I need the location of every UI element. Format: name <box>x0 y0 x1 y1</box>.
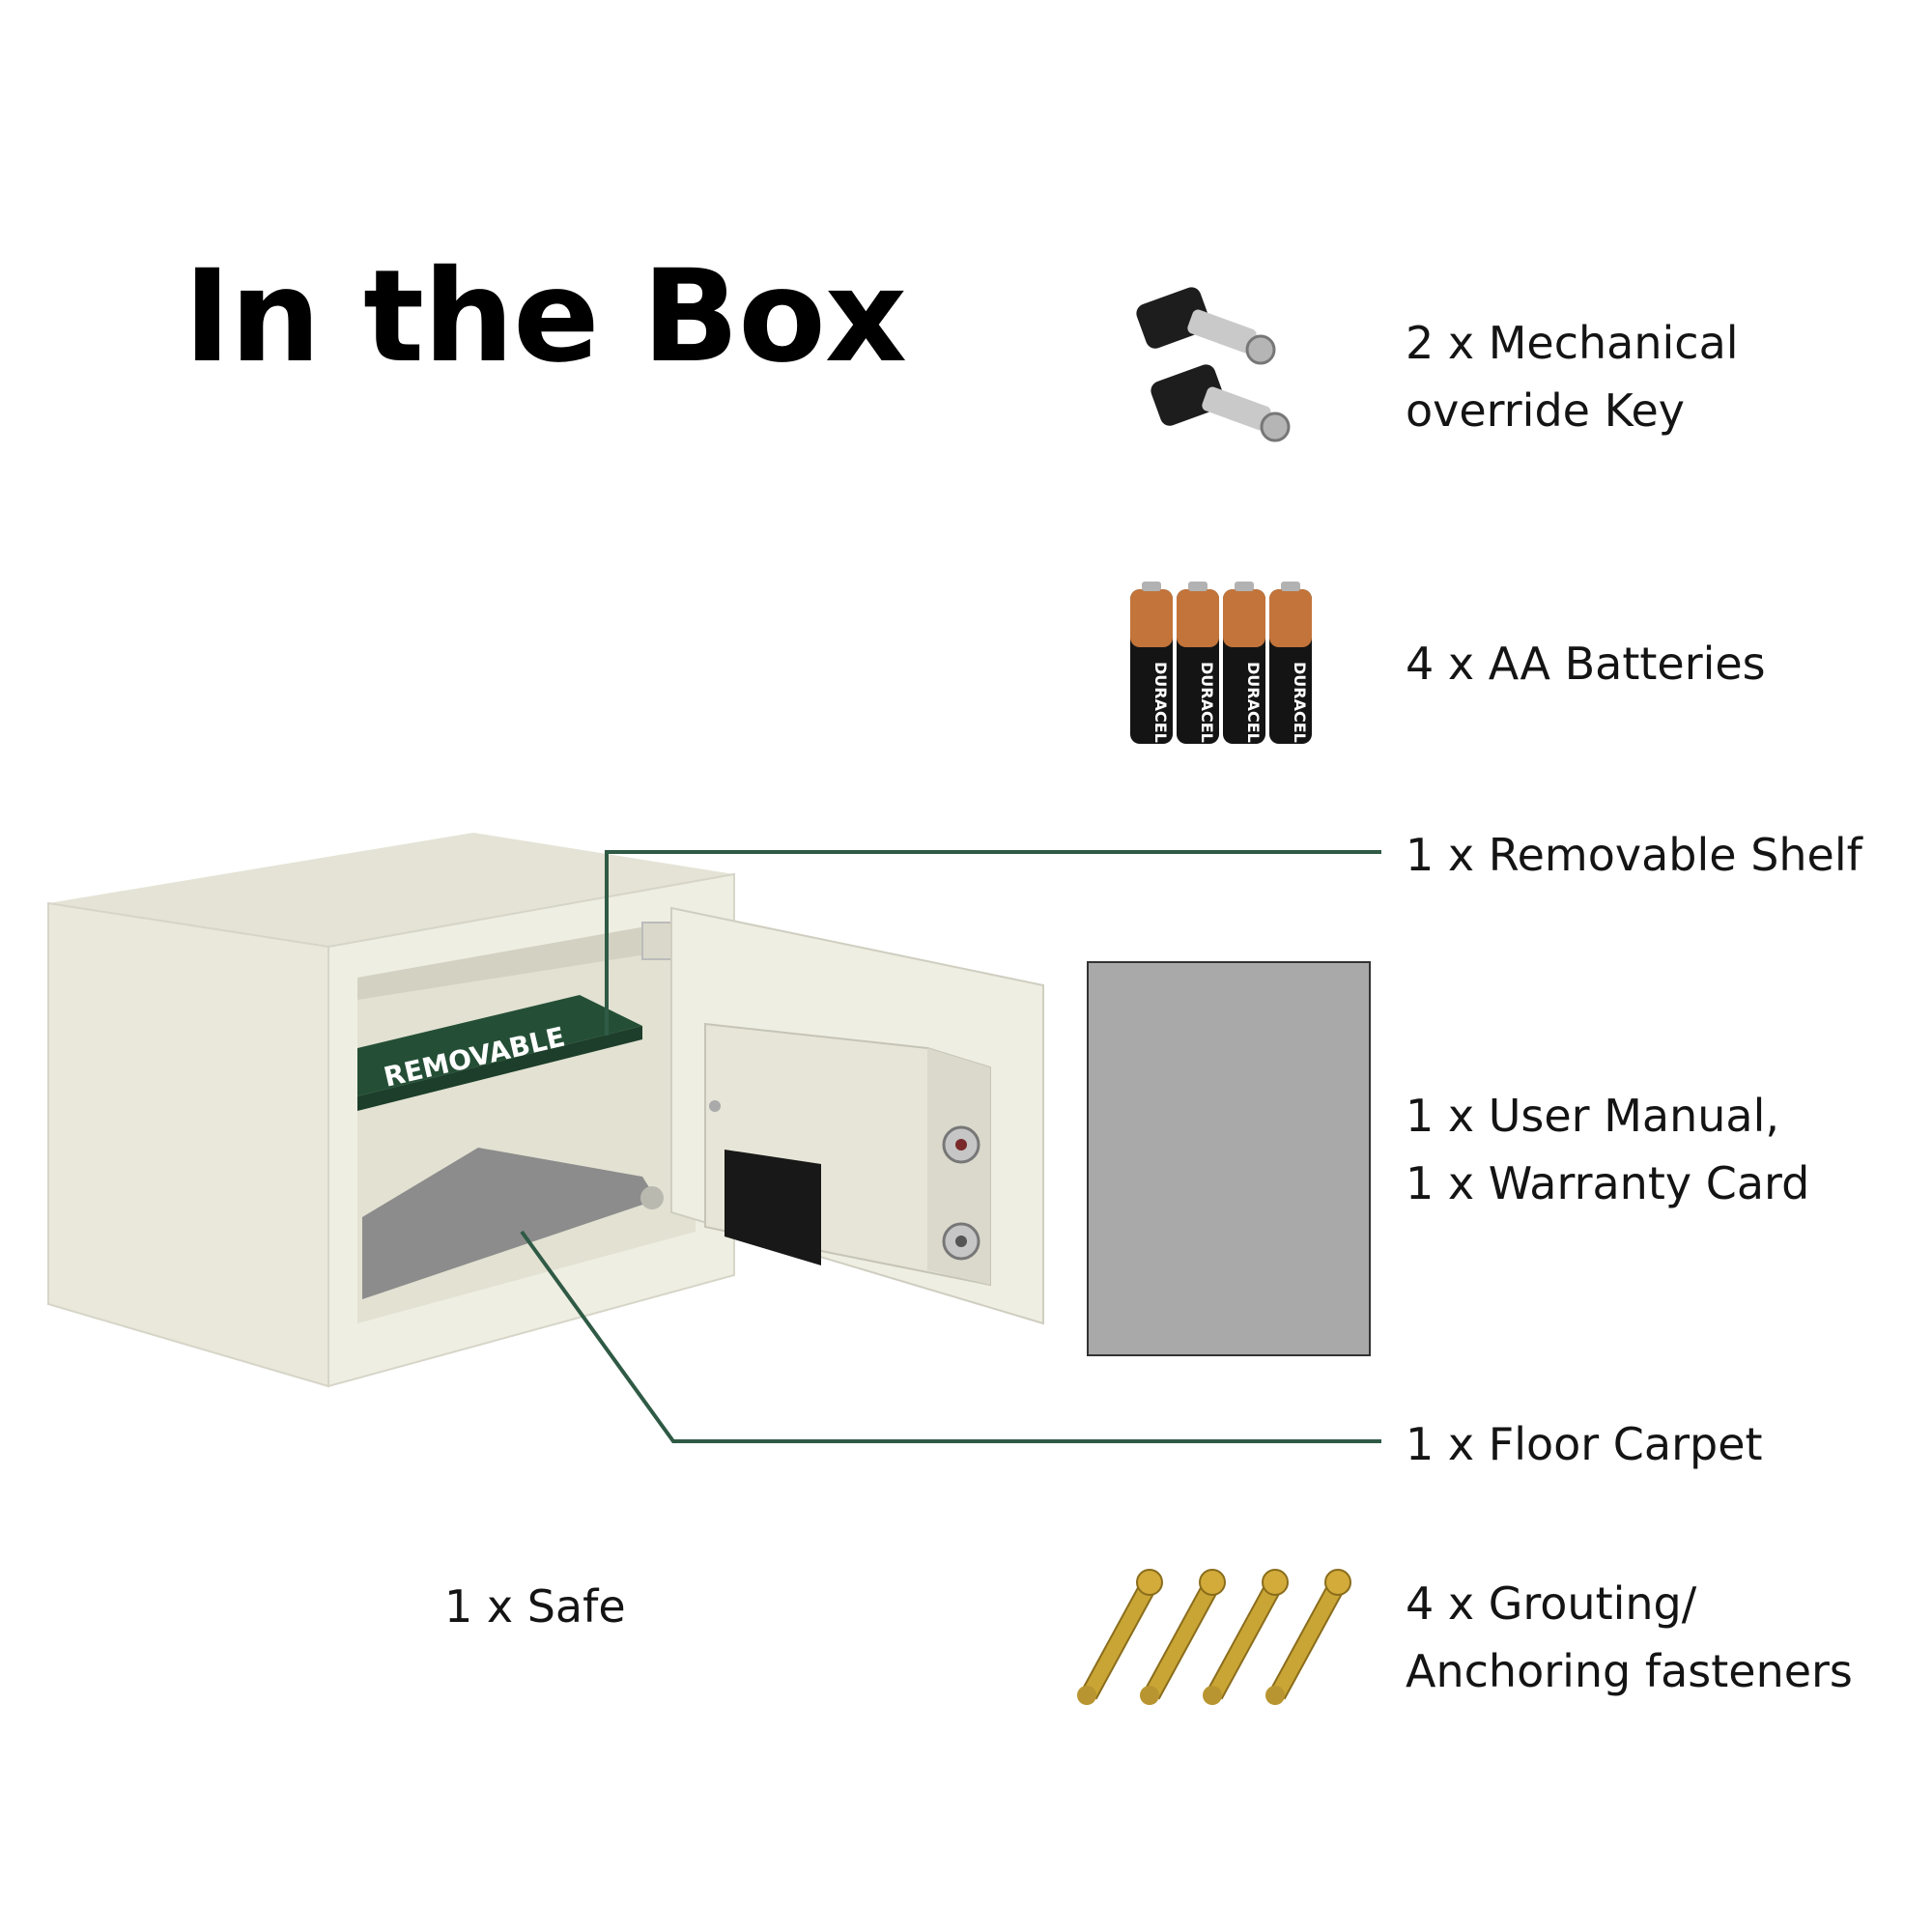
manual-label-line2: 1 x Warranty Card <box>1406 1157 1810 1209</box>
battery-3: DURACELL <box>1223 582 1265 753</box>
batteries-label-line1: 4 x AA Batteries <box>1406 638 1766 690</box>
battery-2: DURACELL <box>1177 582 1219 753</box>
keys-label-line2: override Key <box>1406 384 1685 437</box>
keys-label: 2 x Mechanical override Key <box>1406 309 1739 444</box>
fasteners-label: 4 x Grouting/ Anchoring fasteners <box>1406 1570 1853 1705</box>
battery-4: DURACELL <box>1269 582 1312 753</box>
shelf-label-line1: 1 x Removable Shelf <box>1406 829 1862 881</box>
battery-brand-text: DURACELL <box>1151 662 1170 753</box>
safe-illustration: REMOVABLE <box>47 833 1044 1388</box>
battery-brand-text: DURACELL <box>1244 662 1263 753</box>
user-manual-card <box>1087 961 1371 1356</box>
fasteners-label-line2: Anchoring fasteners <box>1406 1645 1853 1697</box>
carpet-label: 1 x Floor Carpet <box>1406 1410 1763 1478</box>
floor-carpet <box>362 1148 657 1299</box>
keys-label-line1: 2 x Mechanical <box>1406 317 1739 369</box>
fasteners-label-line1: 4 x Grouting/ <box>1406 1577 1697 1630</box>
battery-brand-text: DURACELL <box>1291 662 1309 753</box>
fastener-2 <box>1140 1569 1226 1705</box>
battery-brand-text: DURACELL <box>1198 662 1216 753</box>
batteries-label: 4 x AA Batteries <box>1406 630 1766 697</box>
battery-icon: DURACELL DURACELL DURACELL DURACELL <box>1130 582 1312 753</box>
fastener-1 <box>1077 1569 1163 1705</box>
fastener-3 <box>1203 1569 1289 1705</box>
page-title: In the Box <box>184 242 907 391</box>
safe-label: 1 x Safe <box>444 1573 626 1640</box>
carpet-label-line1: 1 x Floor Carpet <box>1406 1418 1763 1470</box>
shelf-label: 1 x Removable Shelf <box>1406 821 1862 889</box>
carpet-leader-line <box>520 1230 1381 1443</box>
manual-label: 1 x User Manual, 1 x Warranty Card <box>1406 1082 1809 1217</box>
battery-1: DURACELL <box>1130 582 1173 753</box>
key-icon <box>1136 287 1291 442</box>
safe-label-line1: 1 x Safe <box>444 1580 626 1633</box>
shelf-leader-line <box>605 850 1381 1036</box>
removable-shelf <box>357 995 642 1096</box>
fastener-4 <box>1265 1569 1351 1705</box>
manual-label-line1: 1 x User Manual, <box>1406 1090 1779 1142</box>
fastener-icon <box>1077 1569 1351 1705</box>
